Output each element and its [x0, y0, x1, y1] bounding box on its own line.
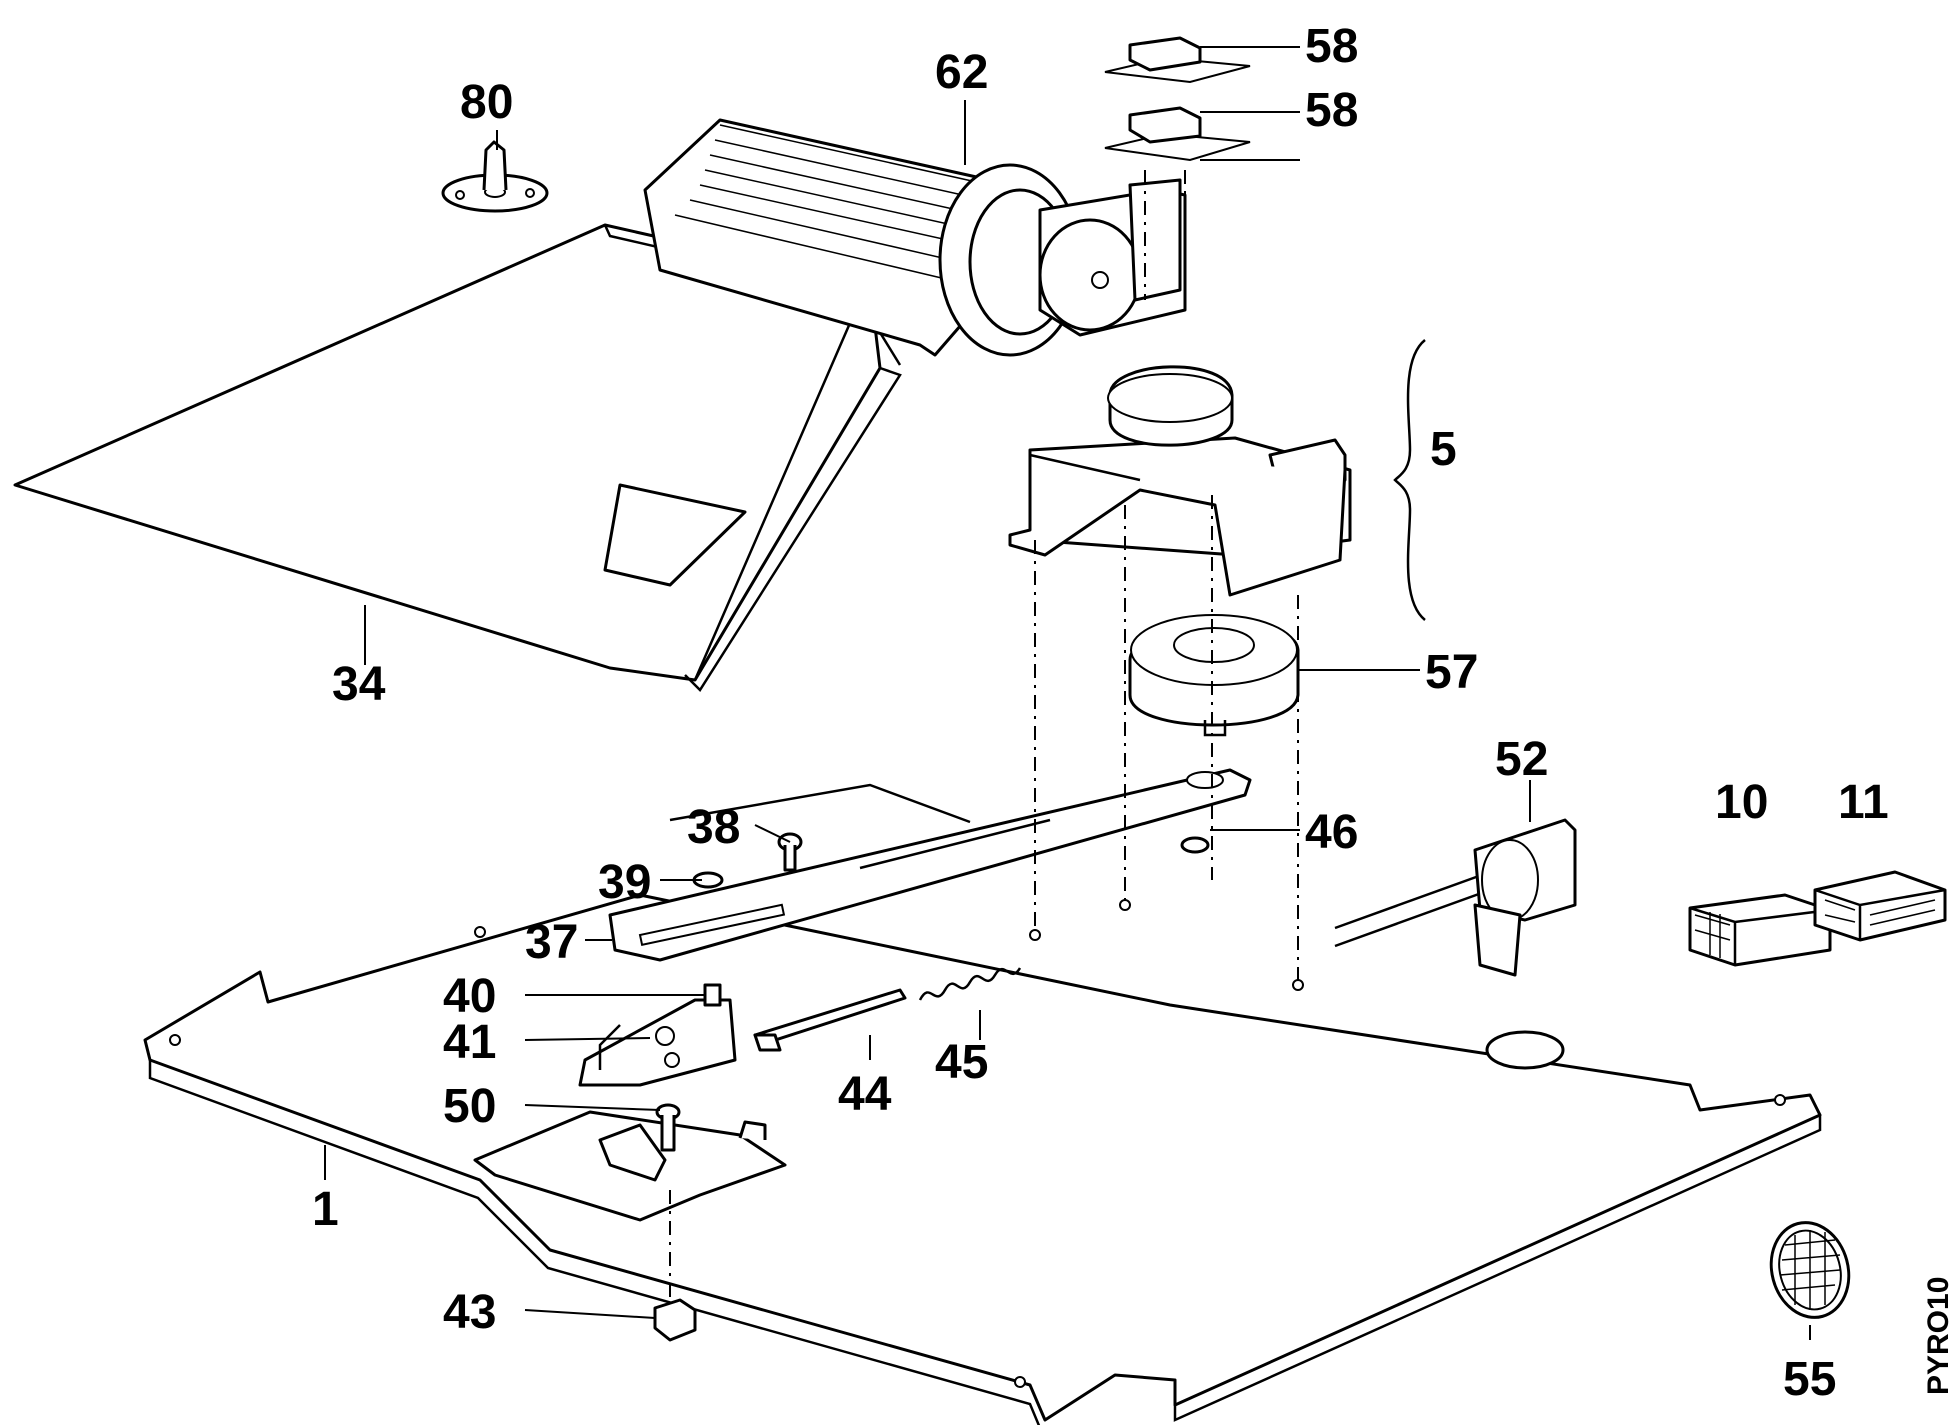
grille-part-55 — [1769, 1221, 1851, 1319]
clip-part-46 — [1180, 836, 1210, 854]
alignment-lines — [669, 170, 1304, 1300]
programmer-part-5 — [1008, 365, 1352, 597]
label-1: 1 — [312, 1183, 339, 1236]
label-52: 52 — [1495, 733, 1548, 786]
label-10: 10 — [1715, 776, 1768, 829]
lever-part-37 — [608, 768, 1252, 962]
label-58-bottom: 58 — [1305, 84, 1358, 137]
label-38: 38 — [687, 801, 740, 854]
bracket-part-80 — [441, 140, 549, 213]
label-44: 44 — [838, 1068, 892, 1121]
label-50: 50 — [443, 1080, 496, 1133]
nut-part-43 — [653, 1298, 697, 1342]
callout-lines — [324, 46, 1811, 1340]
connector-part-10 — [1688, 893, 1832, 967]
label-62: 62 — [935, 46, 988, 99]
label-5: 5 — [1430, 423, 1457, 476]
label-80: 80 — [460, 76, 513, 129]
lever-rail — [669, 783, 971, 824]
label-34: 34 — [332, 658, 386, 711]
label-43: 43 — [443, 1286, 496, 1339]
latch-part-40-41 — [578, 983, 737, 1087]
label-57: 57 — [1425, 646, 1478, 699]
lever-edge — [859, 818, 1051, 870]
hinge-plate — [473, 1110, 787, 1222]
rotary-switch-part-52 — [1334, 818, 1577, 977]
switch-part-58-top — [1104, 36, 1251, 84]
cam-part-57 — [1128, 614, 1300, 737]
label-39: 39 — [598, 856, 651, 909]
base-plate-part-1 — [143, 893, 1822, 1425]
label-45: 45 — [935, 1036, 988, 1089]
label-46: 46 — [1305, 806, 1358, 859]
switch-part-58-bottom — [1104, 106, 1251, 162]
fan-part-62 — [643, 118, 1187, 357]
spring-part-45 — [918, 967, 1022, 1001]
label-55: 55 — [1783, 1353, 1836, 1406]
diagram-code: PYRO10 — [1922, 1277, 1954, 1395]
label-40: 40 — [443, 970, 496, 1023]
label-58-top: 58 — [1305, 20, 1358, 73]
brace-part-5 — [1393, 339, 1426, 621]
label-11: 11 — [1838, 776, 1889, 829]
connector-part-11 — [1813, 870, 1947, 942]
screw-part-50 — [655, 1103, 681, 1152]
screw-part-38 — [777, 832, 803, 872]
label-37: 37 — [525, 916, 578, 969]
label-41: 41 — [443, 1016, 496, 1069]
rod-part-44 — [753, 988, 907, 1052]
